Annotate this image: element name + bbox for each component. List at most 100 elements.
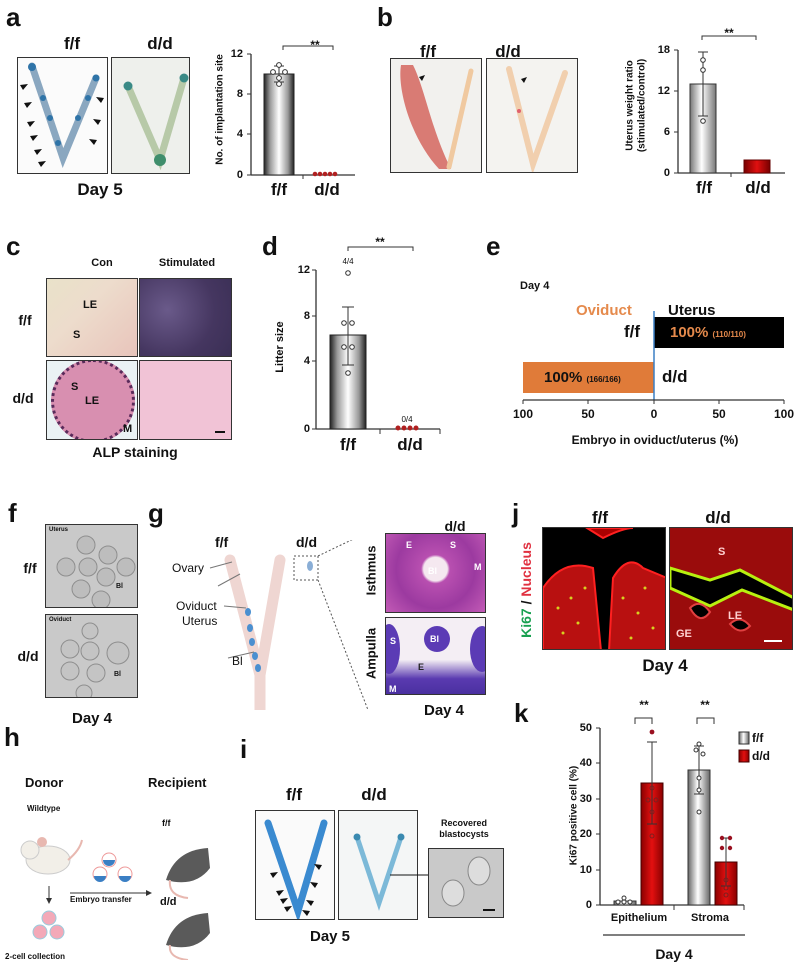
chart-k-significance-stroma: ** <box>700 698 710 712</box>
panel-label-k: k <box>514 698 529 728</box>
chart-b-ytick-18: 18 <box>657 44 670 56</box>
chart-a-ytick-8: 8 <box>236 88 243 100</box>
panel-label-d: d <box>262 231 278 261</box>
chart-k-ytick-30: 30 <box>579 793 592 805</box>
panel-h-wildtype: Wildtype <box>27 804 61 813</box>
chart-a-significance: ** <box>310 38 320 52</box>
chart-a-xtick-dd: d/d <box>314 180 340 199</box>
panel-g-isthmus-photo: E S M Bl <box>385 533 486 613</box>
white-mouse-icon <box>20 837 83 875</box>
chart-e-xtick-50-right: 50 <box>712 407 726 421</box>
diagram-label-oviduct: Oviduct <box>176 599 217 613</box>
diagram-label-uterus: Uterus <box>182 614 218 628</box>
annot-le: LE <box>728 610 743 622</box>
blastocysts-image <box>56 535 136 607</box>
panel-c-row-dd: d/d <box>12 390 34 406</box>
chart-e-xtick-0: 0 <box>650 407 658 421</box>
blastocysts-image <box>60 622 130 697</box>
chart-e-xtick-100-left: 100 <box>512 407 534 421</box>
chart-k-legend-ff: f/f <box>752 731 764 745</box>
panel-h-recipient: Recipient <box>148 775 207 790</box>
annot-bl: Bl <box>428 566 437 576</box>
panel-c-col-con: Con <box>91 257 113 269</box>
chart-d-xtick-dd: d/d <box>397 435 423 454</box>
annot-m: M <box>474 562 482 572</box>
panel-h-recipient-dd: d/d <box>160 896 177 908</box>
panel-c-stimulated-ff-photo <box>139 278 232 357</box>
panel-g-ampulla-photo: S Bl E M <box>385 617 486 695</box>
annot-le: LE <box>85 395 100 407</box>
chart-e-xtick-100-right: 100 <box>773 407 795 421</box>
panel-a-col-dd: d/d <box>147 34 173 53</box>
chart-k-xtick-epithelium: Epithelium <box>610 912 668 924</box>
chart-e-bar1-label: 100% (110/110) <box>670 324 746 341</box>
chart-k-ytick-40: 40 <box>579 757 592 769</box>
annot-s: S <box>390 636 397 646</box>
panel-c-con-dd-photo: S LE M <box>46 360 138 440</box>
annot-e: E <box>418 662 425 672</box>
chart-d-dd-ratio: 0/4 <box>401 415 413 424</box>
chart-e-bar2-pct: 100% <box>544 369 583 386</box>
panel-c-caption: ALP staining <box>92 444 178 460</box>
chart-e-xtick-50-left: 50 <box>581 407 595 421</box>
panel-j-caption: Day 4 <box>642 656 688 675</box>
chart-k-ylabel: Ki67 positive cell (%) <box>568 765 580 866</box>
panel-b-col-dd: d/d <box>495 42 521 61</box>
panel-i-recovered-blastocysts-photo <box>428 848 504 918</box>
annot-ge: GE <box>676 628 692 640</box>
panel-g-caption: Day 4 <box>423 702 465 719</box>
chart-e-row-ff: f/f <box>624 322 641 341</box>
panel-label-j: j <box>512 498 520 528</box>
chart-b-xtick-dd: d/d <box>745 178 771 197</box>
chart-d-ff-ratio: 4/4 <box>342 257 354 266</box>
panel-f-row-ff: f/f <box>23 560 37 576</box>
chart-e-bar2-label: 100% (166/166) <box>544 369 621 386</box>
panel-label-b: b <box>377 2 393 32</box>
panel-b-uterus-ff-photo <box>390 58 482 173</box>
panel-label-f: f <box>8 498 17 528</box>
chart-k-significance-epithelium: ** <box>639 698 649 712</box>
ki67-ff-fluorescence-image <box>543 528 665 649</box>
panel-f-uterus-blastocysts-photo: Uterus Bl <box>45 524 138 608</box>
panel-label-i: i <box>240 734 248 764</box>
annot-e: E <box>406 540 413 550</box>
panel-c-col-stimulated: Stimulated <box>158 257 216 269</box>
chart-k-ki67-positive: ** ** f/f d/d 50 40 30 20 10 0 Epitheliu… <box>520 690 798 966</box>
panel-i-caption: Day 5 <box>309 928 351 945</box>
annot-s: S <box>718 546 726 558</box>
panel-label-c: c <box>6 231 21 261</box>
panel-f-bl-label: Bl <box>114 671 121 678</box>
uterus-ff-blue-stain-image <box>20 62 104 168</box>
panel-f-img1-label: Uterus <box>49 527 69 533</box>
chart-d-ytick-12: 12 <box>297 264 310 276</box>
panel-label-g: g <box>148 498 164 528</box>
panel-j-ki67-ff-photo <box>542 527 666 650</box>
stimulated-uterus-ff-image <box>400 65 474 170</box>
chart-d-ytick-8: 8 <box>303 310 310 322</box>
chart-b-xtick-ff: f/f <box>695 178 713 197</box>
chart-d-significance: ** <box>375 235 385 249</box>
chart-d-ytick-0: 0 <box>303 423 310 435</box>
uterus-dd-image <box>123 73 189 171</box>
recovered-line2: blastocysts <box>439 829 489 839</box>
chart-k-ytick-20: 20 <box>579 828 592 840</box>
panel-g-col-dd: d/d <box>296 534 317 550</box>
annot-bl: Bl <box>430 634 439 644</box>
mouse-recipient-dd-icon <box>166 913 210 960</box>
panel-g-col-dd-histology: d/d <box>444 518 466 534</box>
panel-g-col-ff: f/f <box>215 534 229 550</box>
panel-a-uterus-dd-photo <box>111 57 190 174</box>
stimulated-uterus-dd-image <box>506 66 568 172</box>
uterus-dd-image <box>353 833 405 911</box>
panel-h-recipient-ff: f/f <box>162 818 171 828</box>
panel-f-caption: Day 4 <box>71 710 113 727</box>
ylabel-sep: / <box>518 596 534 609</box>
panel-c-stimulated-dd-photo <box>139 360 232 440</box>
chart-b-ytick-12: 12 <box>657 85 670 97</box>
panel-j-col-dd: d/d <box>705 508 731 527</box>
chart-a-xtick-ff: f/f <box>270 180 288 199</box>
uterus-ff-blue-stain-image <box>264 819 328 919</box>
chart-e-xlabel: Embryo in oviduct/uterus (%) <box>571 433 739 447</box>
panel-i-col-ff: f/f <box>285 785 303 804</box>
chart-e-bar2-count: (166/166) <box>586 375 621 384</box>
